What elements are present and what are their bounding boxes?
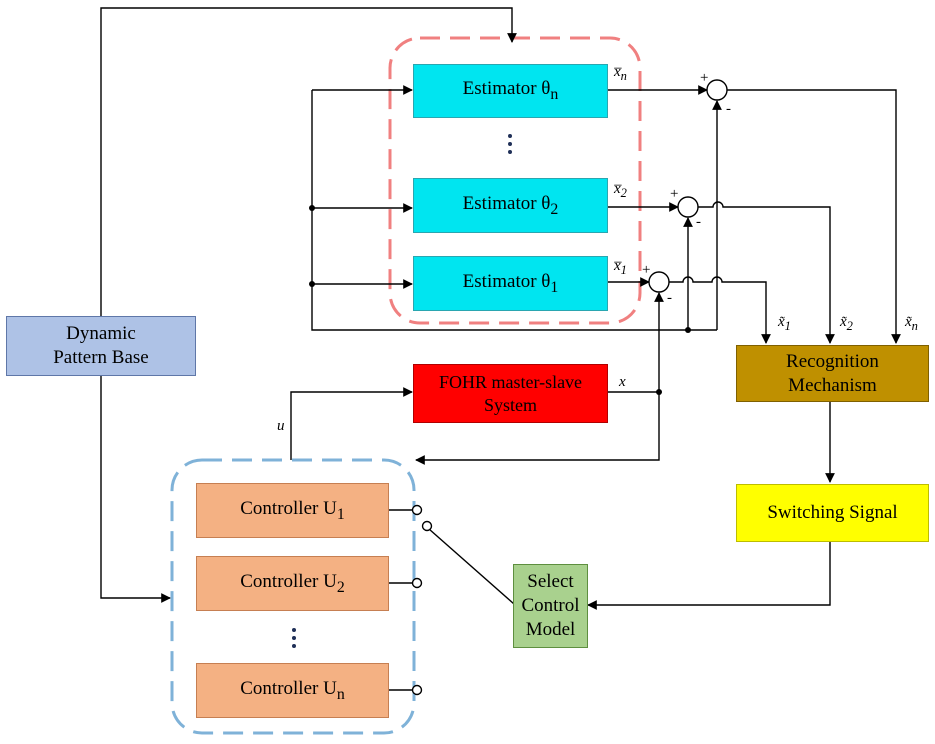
switch-arm	[428, 528, 515, 605]
recognition-label-line2: Mechanism	[788, 374, 877, 396]
junction-dot-feedback-2	[685, 327, 691, 333]
summing-junction-1	[648, 271, 670, 293]
junction-dot-bus-1	[309, 281, 315, 287]
plus-sign-2: +	[670, 186, 679, 202]
summing-junction-n	[706, 79, 728, 101]
estimator-2-label: Estimator θ2	[462, 192, 559, 218]
select-control-model-block: Select Control Model	[513, 564, 588, 648]
wire-switching-to-select	[587, 542, 831, 610]
wire-dpb-to-controllers	[100, 376, 171, 603]
fohr-system-label-line2: System	[483, 394, 537, 415]
estimator-1-block: Estimator θ1	[413, 256, 608, 311]
wire-error-1	[669, 276, 771, 344]
minus-sign-1: -	[667, 290, 672, 306]
controller-2-block: Controller U2	[196, 556, 389, 611]
wire-input-bus	[311, 90, 717, 331]
junction-dot-bus-2	[309, 205, 315, 211]
fohr-system-label-line1: FOHR master-slave	[438, 372, 583, 392]
x-bar-2-label: x̅2	[614, 181, 627, 200]
estimator-n-label: Estimator θn	[462, 78, 559, 103]
x-tilde-1-label: x̃1	[778, 314, 791, 333]
recognition-mechanism-block: Recognition Mechanism	[736, 345, 929, 402]
select-label-line1: Select	[527, 571, 574, 593]
estimator-1-label: Estimator θ1	[462, 270, 559, 296]
minus-sign-n: -	[726, 101, 731, 117]
x-signal-label: x	[619, 374, 626, 390]
switching-signal-label: Switching Signal	[767, 502, 898, 524]
x-bar-n-label: x̅n	[614, 64, 627, 83]
switch-terminal-1	[411, 504, 423, 516]
summing-junction-2	[677, 196, 699, 218]
junction-dot-plant	[656, 389, 662, 395]
minus-sign-2: -	[696, 214, 701, 230]
wire-error-2	[698, 201, 835, 344]
controller-1-label: Controller U1	[240, 497, 345, 523]
dynamic-pattern-base-label: Dynamic Pattern Base	[53, 323, 149, 368]
estimator-n-block: Estimator θn	[413, 64, 608, 118]
x-tilde-2-label: x̃2	[840, 314, 853, 333]
switch-terminal-2	[411, 577, 423, 589]
controller-group-border	[170, 458, 416, 735]
dynamic-pattern-base-block: Dynamic Pattern Base	[6, 316, 196, 376]
plus-sign-n: +	[700, 70, 709, 86]
x-tilde-n-label: x̃n	[905, 314, 918, 333]
estimator-ellipsis	[506, 134, 514, 158]
recognition-label-line1: Recognition	[786, 350, 879, 372]
select-label-line3: Model	[525, 618, 576, 640]
controller-n-block: Controller Un	[196, 663, 389, 718]
switch-pivot	[421, 520, 433, 532]
wire-plant-output	[415, 391, 660, 465]
controller-n-label: Controller Un	[240, 677, 345, 703]
x-bar-1-label: x̅1	[614, 258, 627, 277]
switch-terminal-n	[411, 684, 423, 696]
switching-signal-block: Switching Signal	[736, 484, 929, 542]
wire-dpb-to-estimators	[100, 7, 517, 316]
estimator-2-block: Estimator θ2	[413, 178, 608, 233]
plus-sign-1: +	[642, 262, 651, 278]
controller-ellipsis	[290, 628, 298, 652]
u-signal-label: u	[277, 418, 285, 434]
controller-2-label: Controller U2	[240, 570, 345, 596]
controller-1-block: Controller U1	[196, 483, 389, 538]
fohr-system-block: FOHR master-slave System	[413, 364, 608, 423]
wire-error-n	[727, 89, 901, 344]
wire-control-u	[290, 387, 413, 460]
select-label-line2: Control	[521, 595, 580, 617]
